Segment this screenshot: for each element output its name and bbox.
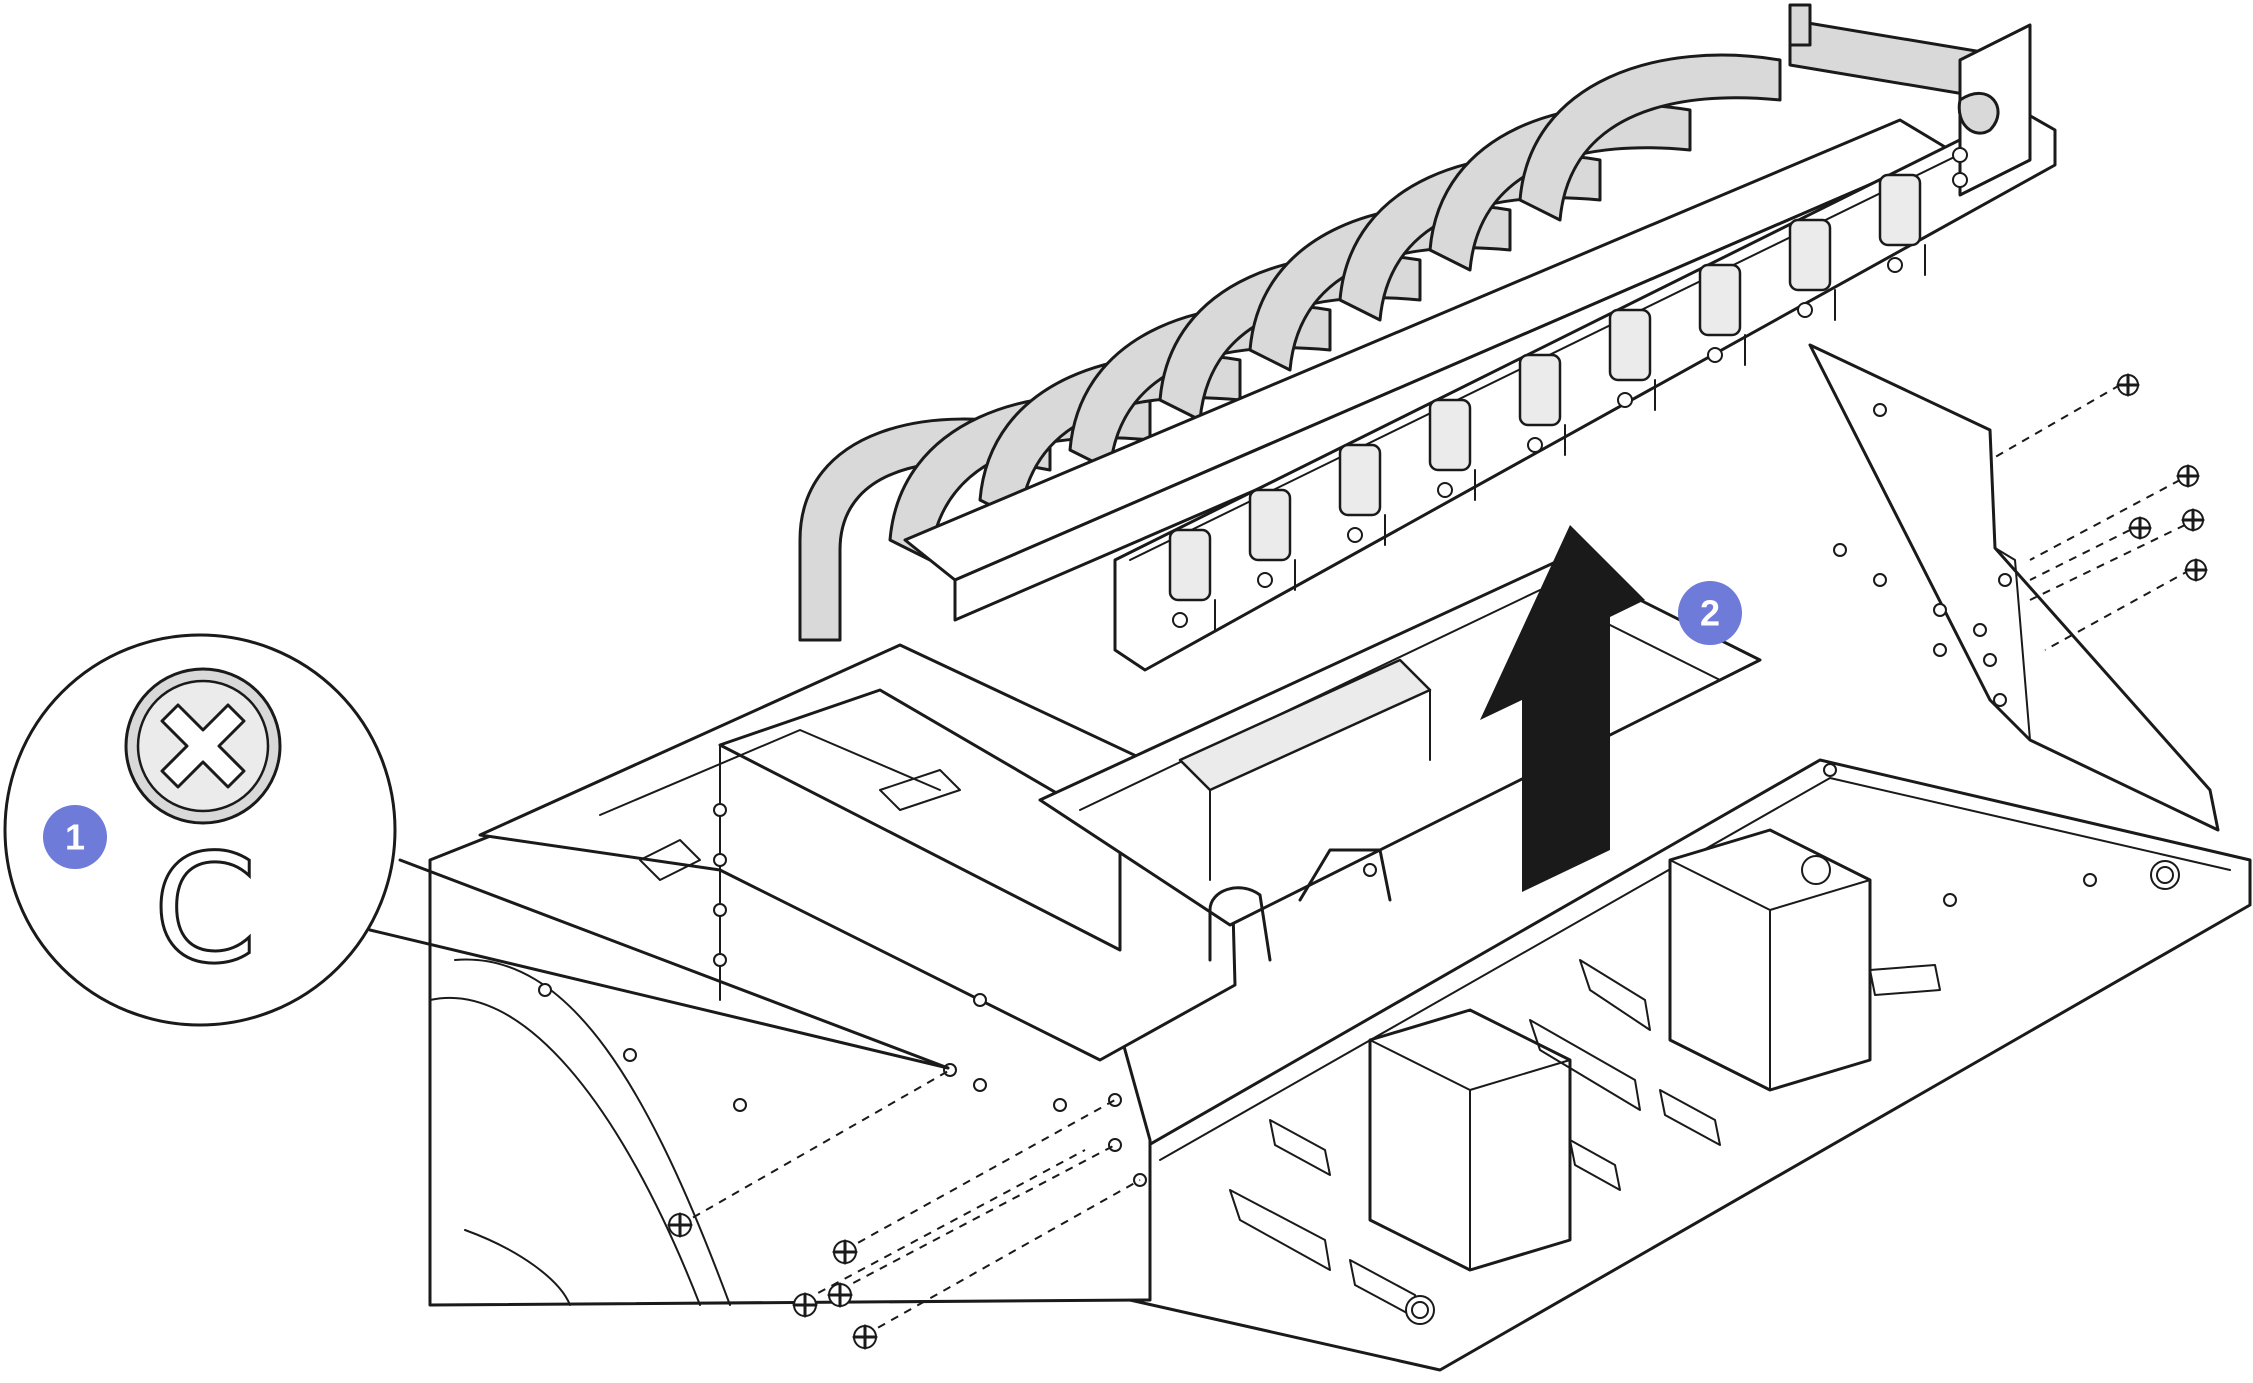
front-screw-group <box>667 1069 1141 1350</box>
screw-icon <box>2128 516 2152 540</box>
screw-icon <box>2184 558 2208 582</box>
screw-icon <box>852 1324 878 1350</box>
screw-icon <box>2181 508 2205 532</box>
coupler-row <box>1168 173 1926 631</box>
chassis <box>428 343 2252 1372</box>
screw-icon <box>827 1282 853 1308</box>
lift-arrow-icon <box>1480 525 1645 892</box>
screw-type-letter: C <box>153 823 258 997</box>
right-screw-group <box>1989 373 2208 651</box>
phillips-cross-icon <box>124 667 282 825</box>
callout-2-label: 2 <box>1700 593 1720 634</box>
screw-detail-inset: C <box>3 633 950 1070</box>
screw-icon <box>2176 464 2200 488</box>
callout-1: 1 <box>43 805 107 869</box>
callout-1-label: 1 <box>65 817 85 858</box>
cooling-manifold-assembly <box>798 3 2057 672</box>
screw-icon <box>832 1239 858 1265</box>
screw-icon <box>667 1212 693 1238</box>
screw-icon <box>792 1292 818 1318</box>
callout-2: 2 <box>1678 581 1742 645</box>
screw-icon <box>2116 373 2140 397</box>
